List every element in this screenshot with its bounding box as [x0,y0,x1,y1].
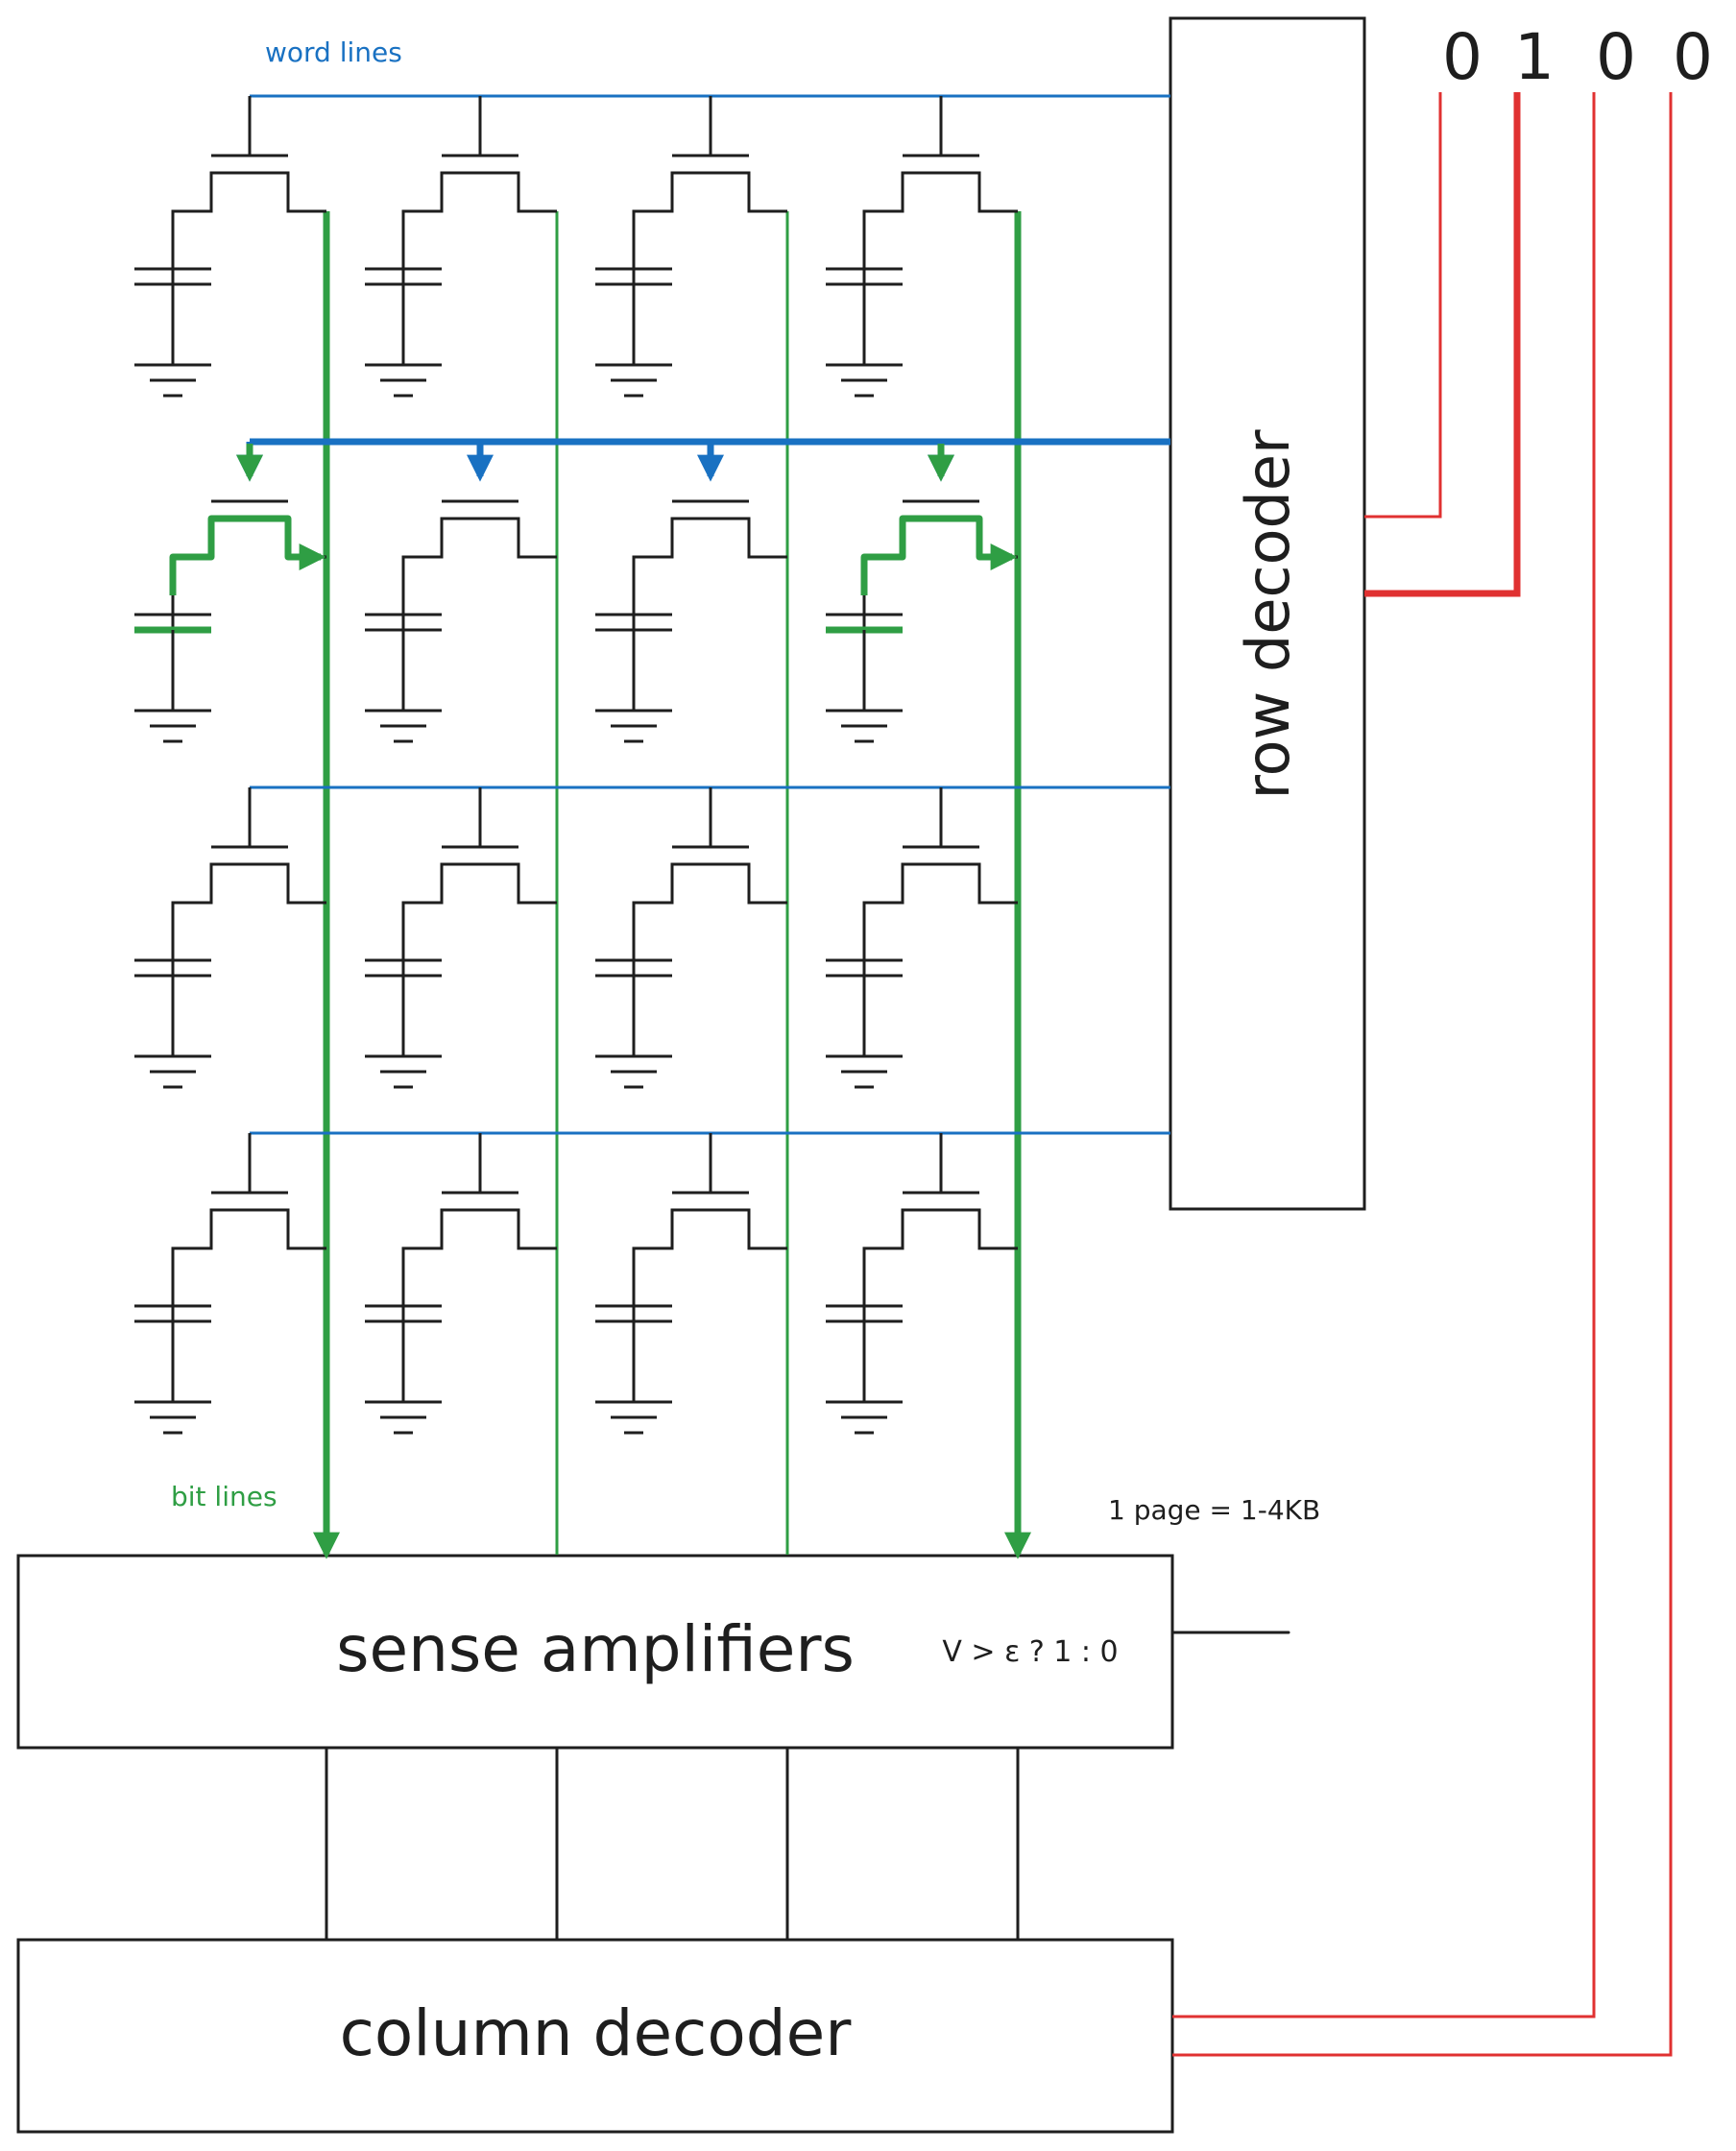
active-read-path [169,515,326,595]
address-line-row-bit1 [1364,92,1521,597]
address-bit: 1 [1514,20,1555,94]
bit-lines-group [313,211,1031,1559]
memory-cell [365,845,557,1089]
column-decoder-label: column decoder [340,1996,853,2070]
sense-to-column-links [325,1747,1020,1941]
transistor-channel [171,1208,326,1344]
memory-cell [134,1191,326,1435]
transistor-channel [401,862,557,999]
word-lines-label: word lines [265,36,402,68]
memory-cell [595,1191,787,1435]
memory-cell [365,154,557,398]
row-decoder-box [1169,16,1366,1211]
transistor-channel [632,517,787,653]
memory-cells-group [134,154,1018,1435]
active-read-path [860,515,1018,595]
memory-cell [595,499,787,743]
address-bit: 0 [1596,20,1636,94]
transistor-channel [632,1208,787,1344]
transistor-channel [862,862,1018,999]
memory-cell [826,154,1018,398]
address-bit: 0 [1673,20,1713,94]
transistor-channel [171,862,326,999]
memory-cell [826,1191,1018,1435]
memory-cell [595,845,787,1089]
sense-rule-label: V > ε ? 1 : 0 [942,1635,1118,1669]
transistor-channel [632,862,787,999]
bit-lines-label: bit lines [171,1481,277,1512]
text-labels: word lines bit lines 1 page = 1-4KB row … [171,20,1713,2070]
sense-amplifiers-label: sense amplifiers [336,1612,855,1686]
row-decoder-label: row decoder [1233,429,1303,799]
transistor-channel [401,171,557,307]
memory-cell [365,1191,557,1435]
transistor-channel [632,171,787,307]
transistor-channel [171,171,326,307]
memory-cell [365,499,557,743]
transistor-channel [401,1208,557,1344]
decoder-structure [16,16,1366,2134]
memory-cell [134,499,326,743]
page-size-label: 1 page = 1-4KB [1108,1494,1320,1526]
column-decoder-box [16,1938,1174,2134]
memory-cell [826,845,1018,1089]
address-line-col-bit3 [1172,92,1673,2057]
memory-cell [134,154,326,398]
address-line-col-bit2 [1172,92,1596,2018]
memory-cell [595,154,787,398]
transistor-channel [862,171,1018,307]
address-bits: 0 1 0 0 [1442,20,1713,94]
transistor-channel [862,1208,1018,1344]
address-bit: 0 [1442,20,1483,94]
address-line-row-bit0 [1364,92,1442,519]
memory-cell [826,499,1018,743]
transistor-channel [401,517,557,653]
word-lines-group [236,94,1170,1193]
address-lines-group [1172,92,1673,2057]
memory-cell [134,845,326,1089]
sense-amplifiers-box [16,1554,1174,1750]
